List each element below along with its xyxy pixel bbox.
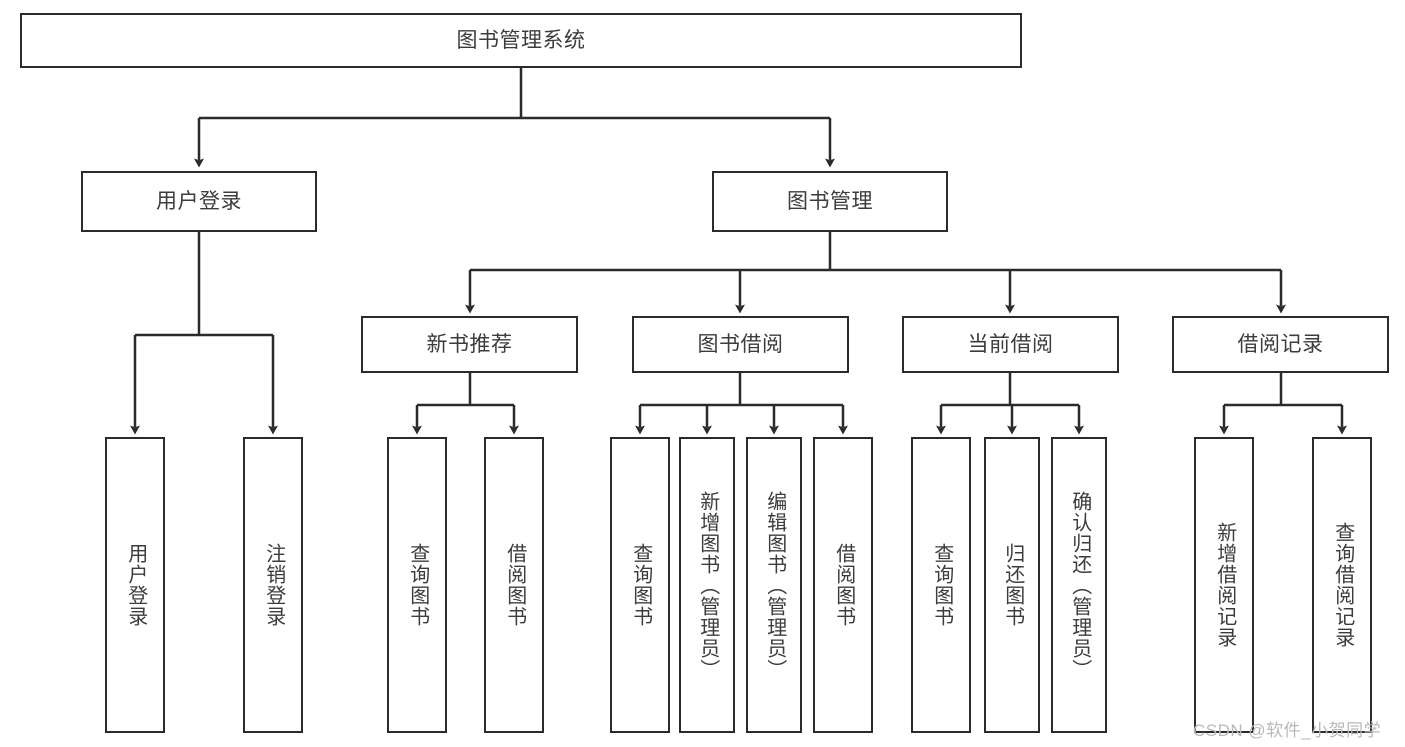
leaf-borrow-book-rec-label: 借阅图书 <box>503 543 526 627</box>
node-current-borrow[interactable]: 当前借阅 <box>902 316 1119 373</box>
edge-new-book-recommend-to-leaves <box>412 373 519 435</box>
leaf-query-book-cur-label: 查询图书 <box>930 543 953 627</box>
leaf-user-logout-label: 注销登录 <box>262 543 285 627</box>
node-user-login[interactable]: 用户登录 <box>81 171 317 232</box>
leaf-borrow-book[interactable]: 借阅图书 <box>813 437 873 733</box>
leaf-borrow-book-label: 借阅图书 <box>832 543 855 627</box>
node-new-book-recommend[interactable]: 新书推荐 <box>361 316 578 373</box>
leaf-query-book-rec-label: 查询图书 <box>406 543 429 627</box>
node-book-borrow[interactable]: 图书借阅 <box>632 316 849 373</box>
leaf-query-borrow-record-label: 查询借阅记录 <box>1331 522 1354 648</box>
edge-book-borrow-to-leaves <box>635 373 848 435</box>
leaf-add-borrow-record[interactable]: 新增借阅记录 <box>1194 437 1254 733</box>
node-borrow-record[interactable]: 借阅记录 <box>1172 316 1389 373</box>
node-user-login-label: 用户登录 <box>156 189 242 213</box>
csdn-watermark: CSDN @软件_小贺同学 <box>1193 721 1382 740</box>
leaf-query-book-borrow-label: 查询图书 <box>629 543 652 627</box>
leaf-query-book-borrow[interactable]: 查询图书 <box>610 437 670 733</box>
leaf-query-book-cur[interactable]: 查询图书 <box>911 437 971 733</box>
node-current-borrow-label: 当前借阅 <box>967 332 1054 356</box>
leaf-user-logout[interactable]: 注销登录 <box>243 437 303 733</box>
leaf-borrow-book-rec[interactable]: 借阅图书 <box>484 437 544 733</box>
leaf-user-login[interactable]: 用户登录 <box>105 437 165 733</box>
edge-borrow-record-to-leaves <box>1219 373 1347 435</box>
node-root-label: 图书管理系统 <box>456 28 586 52</box>
leaf-query-borrow-record[interactable]: 查询借阅记录 <box>1312 437 1372 733</box>
edge-user-login-to-leaves <box>130 232 278 435</box>
leaf-confirm-return[interactable]: 确认归还（管理员） <box>1051 437 1107 733</box>
edge-current-borrow-to-leaves <box>936 373 1084 435</box>
node-book-manage-label: 图书管理 <box>787 189 873 213</box>
leaf-confirm-return-label: 确认归还（管理员） <box>1068 490 1091 680</box>
node-book-borrow-label: 图书借阅 <box>697 332 784 356</box>
leaf-user-login-label: 用户登录 <box>124 543 147 627</box>
node-root[interactable]: 图书管理系统 <box>20 13 1022 68</box>
leaf-add-book-label: 新增图书（管理员） <box>696 490 719 680</box>
edge-book-manage-to-level3 <box>465 232 1286 314</box>
node-book-manage[interactable]: 图书管理 <box>712 171 948 232</box>
leaf-edit-book[interactable]: 编辑图书（管理员） <box>746 437 802 733</box>
edge-root-to-level2 <box>194 68 835 168</box>
leaf-query-book-rec[interactable]: 查询图书 <box>387 437 447 733</box>
leaf-return-book-label: 归还图书 <box>1001 543 1024 627</box>
leaf-edit-book-label: 编辑图书（管理员） <box>763 490 786 680</box>
leaf-return-book[interactable]: 归还图书 <box>984 437 1040 733</box>
node-new-book-recommend-label: 新书推荐 <box>426 332 513 356</box>
leaf-add-borrow-record-label: 新增借阅记录 <box>1213 522 1236 648</box>
node-borrow-record-label: 借阅记录 <box>1237 332 1324 356</box>
leaf-add-book[interactable]: 新增图书（管理员） <box>679 437 735 733</box>
